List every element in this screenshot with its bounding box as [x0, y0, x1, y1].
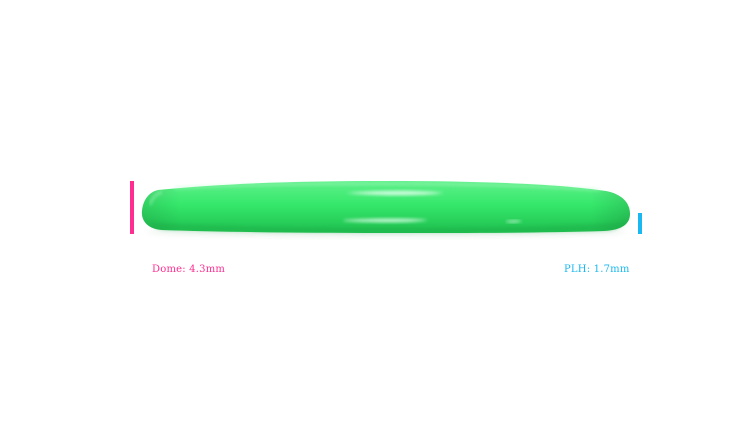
dome-measurement-label: Dome: 4.3mm	[152, 264, 226, 275]
disc-top-sheen	[174, 182, 601, 191]
disc-highlight-lower	[344, 218, 428, 223]
disc-highlight-upper	[346, 190, 444, 196]
disc-edge-shading	[141, 181, 630, 233]
disc-rim-shadow	[150, 222, 626, 233]
disc-highlight-left-rim	[149, 191, 163, 206]
plh-measurement-label: PLH: 1.7mm	[564, 264, 630, 275]
plh-height-marker	[638, 213, 642, 234]
disc-highlight-right	[506, 220, 522, 223]
dome-height-marker	[130, 181, 134, 234]
